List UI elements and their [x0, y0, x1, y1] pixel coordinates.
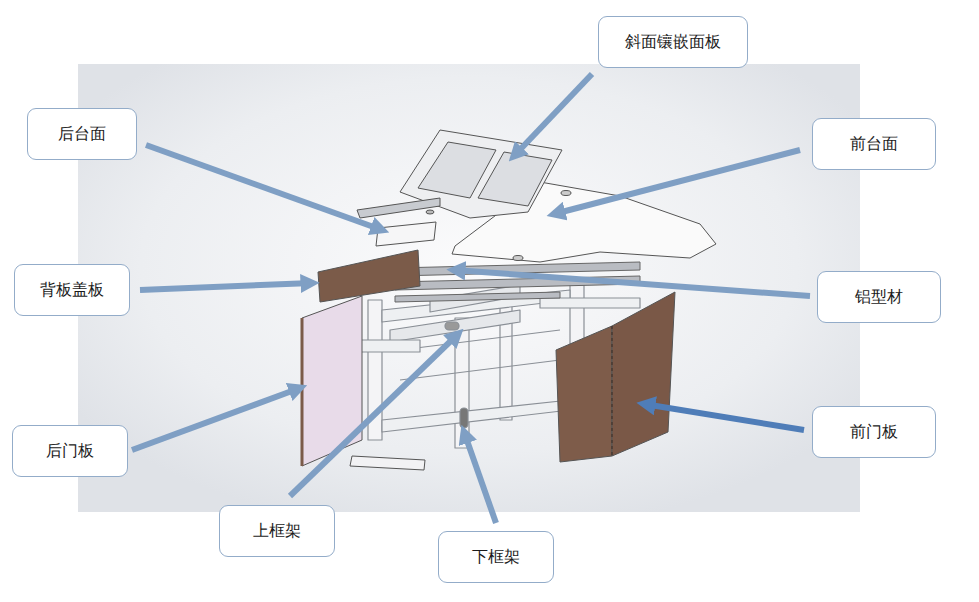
callout-box: 下框架	[438, 531, 554, 583]
leader-arrow	[132, 388, 300, 450]
part-name: 后门板	[46, 441, 94, 460]
leader-arrows	[132, 74, 810, 523]
callout-box: 后台面	[27, 108, 137, 160]
leader-arrow	[454, 270, 810, 296]
callout-box: 前台面	[812, 118, 936, 170]
callout-box: 铝型材	[817, 271, 941, 323]
leader-arrow	[140, 283, 312, 290]
desk-parts	[302, 130, 716, 470]
leader-arrow	[554, 150, 800, 214]
leader-arrow	[464, 432, 496, 523]
part-name: 斜面镶嵌面板	[625, 32, 721, 51]
leader-arrow	[146, 145, 382, 230]
callout-box: 上框架	[219, 505, 335, 557]
leader-arrow	[514, 74, 592, 156]
part-name: 铝型材	[855, 287, 903, 306]
leader-arrow	[290, 334, 458, 496]
callout-box: 后门板	[12, 425, 128, 477]
part-name: 后台面	[58, 124, 106, 143]
callout-box: 背板盖板	[14, 264, 130, 316]
part-name: 上框架	[253, 521, 301, 540]
leader-arrow	[644, 404, 804, 430]
callout-box: 前门板	[812, 406, 936, 458]
part-name: 前台面	[850, 134, 898, 153]
part-name: 背板盖板	[40, 280, 104, 299]
callout-box: 斜面镶嵌面板	[598, 16, 748, 68]
part-name: 下框架	[472, 547, 520, 566]
part-name: 前门板	[850, 422, 898, 441]
